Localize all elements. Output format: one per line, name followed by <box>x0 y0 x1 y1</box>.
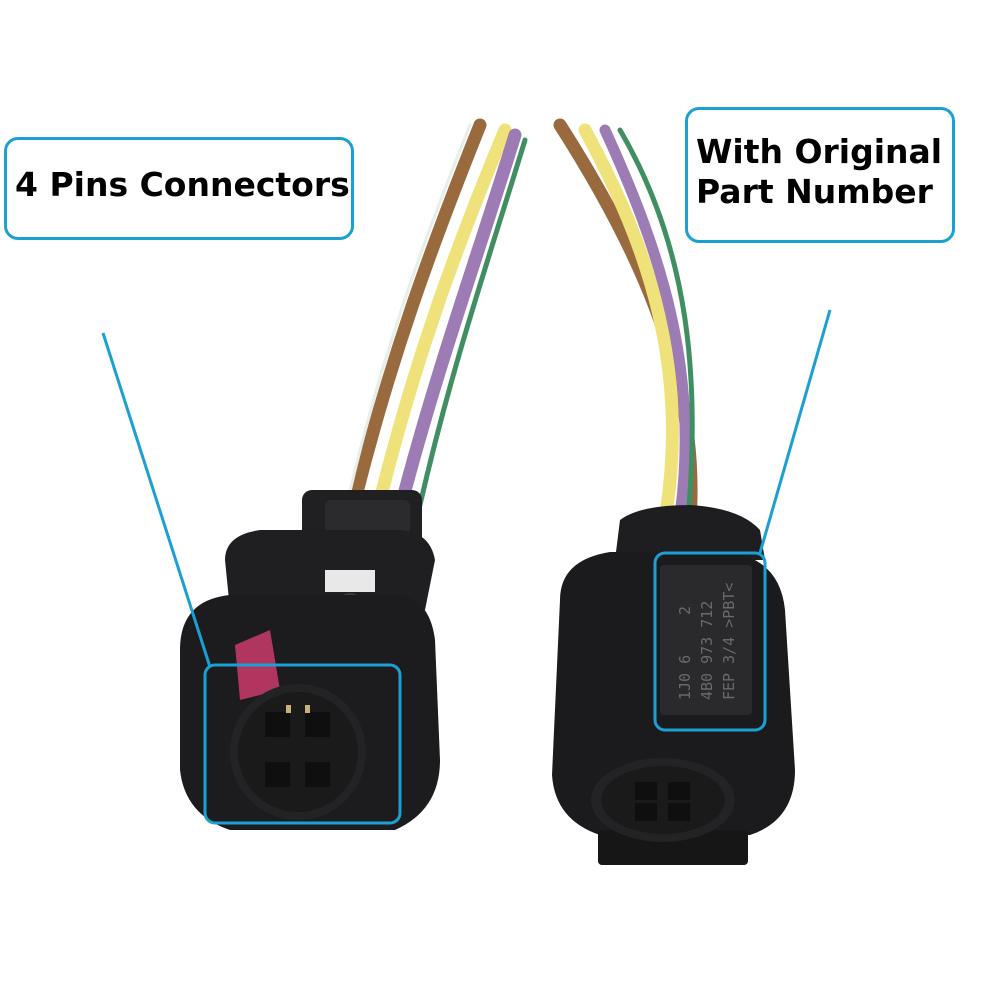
part-number-marking: 1J0 6 2 4B0 973 712 FEP 3/4 >PBT< <box>676 583 738 700</box>
marking-line-4: FEP 3/4 >PBT< <box>720 583 738 700</box>
wire-harness <box>346 118 698 527</box>
wire-purple-left <box>395 128 522 509</box>
left-leader-line <box>101 332 212 668</box>
callout-part-number-line1: With Original <box>696 132 943 171</box>
right-connector: 1J0 6 2 4B0 973 712 FEP 3/4 >PBT< <box>552 505 795 865</box>
wire-green-left-2 <box>346 123 472 502</box>
marking-line-1: 1J0 6 <box>676 655 694 700</box>
callout-part-number-line2: Part Number <box>696 172 933 211</box>
left-connector <box>180 490 440 830</box>
wire-brown-left <box>348 118 487 507</box>
left-highlight-box <box>203 663 402 825</box>
wire-yellow-left <box>373 123 512 507</box>
marking-line-2: 2 <box>676 606 694 615</box>
right-leader-line <box>758 309 832 554</box>
wire-green-left <box>417 137 528 508</box>
wire-yellow-right <box>578 123 679 527</box>
wire-purple-right <box>599 124 691 521</box>
callout-4-pins: 4 Pins Connectors <box>4 137 354 240</box>
callout-4-pins-text: 4 Pins Connectors <box>15 165 350 204</box>
marking-line-3: 4B0 973 712 <box>698 601 716 700</box>
wire-green-right <box>617 127 695 523</box>
callout-part-number: With Original Part Number <box>685 107 955 243</box>
right-highlight-box <box>653 551 767 732</box>
